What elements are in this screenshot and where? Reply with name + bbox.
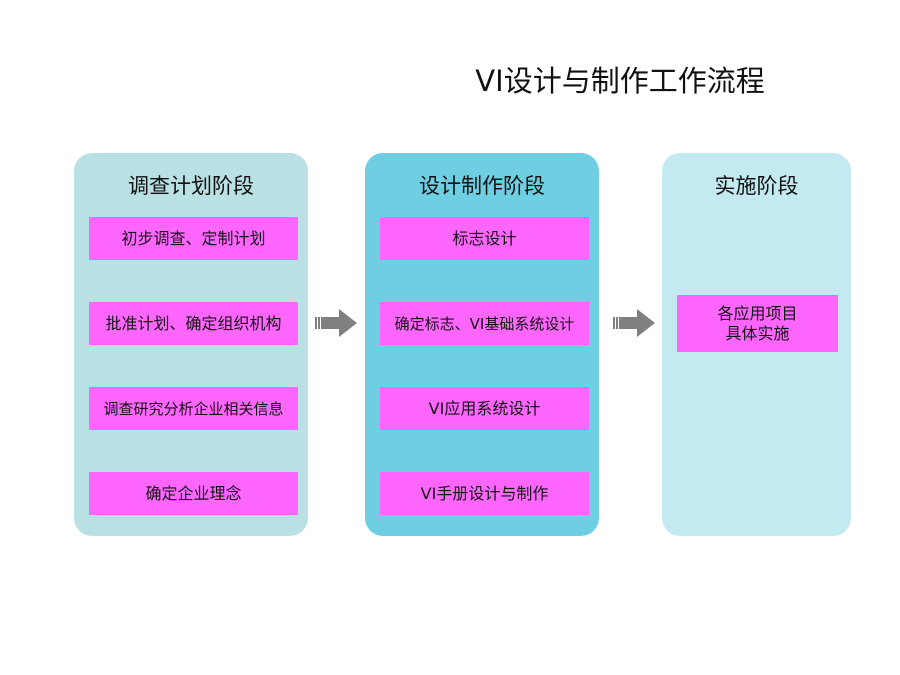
arrow-right-icon	[315, 309, 357, 337]
stage-panel-implementation: 实施阶段 各应用项目 具体实施	[662, 153, 851, 536]
stage-item: VI手册设计与制作	[380, 472, 589, 515]
stage-item: 调查研究分析企业相关信息	[89, 387, 298, 430]
diagram-title: VI设计与制作工作流程	[475, 64, 765, 98]
arrow-right-icon	[613, 309, 655, 337]
stage-item: 确定企业理念	[89, 472, 298, 515]
stage-item: VI应用系统设计	[380, 387, 589, 430]
stage-item: 初步调查、定制计划	[89, 217, 298, 260]
stage-heading: 实施阶段	[714, 174, 799, 198]
stage-panel-design: 设计制作阶段 标志设计 确定标志、VI基础系统设计 VI应用系统设计 VI手册设…	[365, 153, 599, 536]
stage-item: 确定标志、VI基础系统设计	[380, 302, 589, 345]
stage-panel-planning: 调查计划阶段 初步调查、定制计划 批准计划、确定组织机构 调查研究分析企业相关信…	[74, 153, 308, 536]
stage-heading: 设计制作阶段	[419, 174, 545, 198]
stage-heading: 调查计划阶段	[128, 174, 254, 198]
stage-item: 批准计划、确定组织机构	[89, 302, 298, 345]
stage-item: 标志设计	[380, 217, 589, 260]
stage-item: 各应用项目 具体实施	[677, 295, 838, 352]
